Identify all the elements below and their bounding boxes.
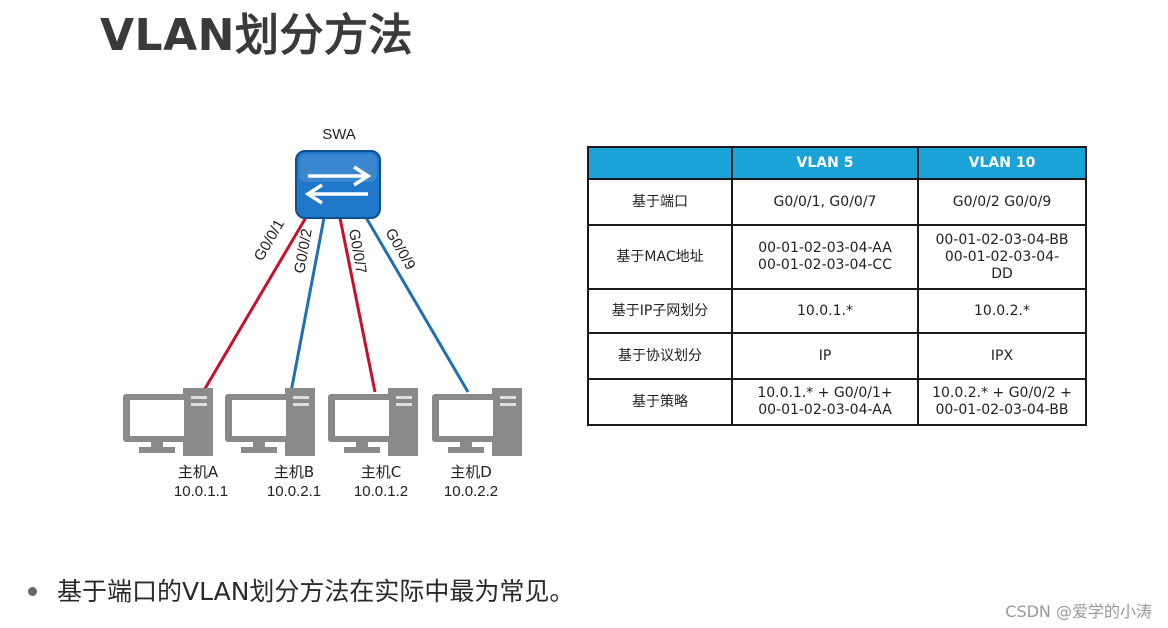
method-cell: 基于端口 — [587, 178, 733, 226]
table-row: 基于MAC地址 00-01-02-03-04-AA 00-01-02-03-04… — [587, 224, 1087, 290]
table-row: 基于协议划分 IP IPX — [587, 332, 1087, 380]
switch-arrows-icon — [295, 150, 381, 219]
method-cell: 基于策略 — [587, 378, 733, 426]
vlan10-cell: G0/0/2 G0/0/9 — [917, 178, 1087, 226]
host-d-ip: 10.0.2.2 — [444, 483, 498, 500]
page-title: VLAN划分方法 — [100, 10, 413, 61]
table-header-vlan10: VLAN 10 — [917, 146, 1087, 180]
method-cell: 基于MAC地址 — [587, 224, 733, 290]
watermark: CSDN @爱学的小涛 — [1005, 602, 1152, 621]
link-g0-0-9 — [362, 213, 470, 393]
port-label-g0-0-9: G0/0/9 — [382, 226, 419, 273]
vlan10-cell: 10.0.2.* — [917, 288, 1087, 334]
vlan5-cell: 10.0.1.* + G0/0/1+ 00-01-02-03-04-AA — [731, 378, 919, 426]
table-header-row: VLAN 5 VLAN 10 — [587, 146, 1087, 180]
table-header-vlan5: VLAN 5 — [731, 146, 919, 180]
link-g0-0-2 — [289, 217, 326, 393]
link-g0-0-7 — [338, 217, 377, 393]
switch-label: SWA — [322, 126, 356, 143]
network-diagram: G0/0/1 G0/0/2 G0/0/7 G0/0/9 SWA — [123, 126, 522, 500]
host-a-computer-icon — [123, 388, 213, 456]
host-a-name: 主机A — [178, 463, 219, 481]
link-g0-0-1 — [201, 213, 310, 393]
vlan5-cell: G0/0/1, G0/0/7 — [731, 178, 919, 226]
vlan-method-table: VLAN 5 VLAN 10 基于端口 G0/0/1, G0/0/7 G0/0/… — [587, 146, 1087, 426]
host-d-computer-icon — [432, 388, 522, 456]
table-row: 基于IP子网划分 10.0.1.* 10.0.2.* — [587, 288, 1087, 334]
table-row: 基于端口 G0/0/1, G0/0/7 G0/0/2 G0/0/9 — [587, 178, 1087, 226]
table-row: 基于策略 10.0.1.* + G0/0/1+ 00-01-02-03-04-A… — [587, 378, 1087, 426]
host-c-ip: 10.0.1.2 — [354, 483, 408, 500]
vlan10-cell: 00-01-02-03-04-BB 00-01-02-03-04- DD — [917, 224, 1087, 290]
summary-text: 基于端口的VLAN划分方法在实际中最为常见。 — [57, 577, 575, 606]
summary-bullet: 基于端口的VLAN划分方法在实际中最为常见。 — [28, 572, 574, 612]
vlan10-cell: IPX — [917, 332, 1087, 380]
host-b-name: 主机B — [274, 463, 314, 481]
host-c-computer-icon — [328, 388, 418, 456]
host-b-ip: 10.0.2.1 — [267, 483, 321, 500]
method-cell: 基于IP子网划分 — [587, 288, 733, 334]
table-header-corner — [587, 146, 733, 180]
vlan5-cell: 10.0.1.* — [731, 288, 919, 334]
vlan5-cell: 00-01-02-03-04-AA 00-01-02-03-04-CC — [731, 224, 919, 290]
host-d-name: 主机D — [450, 463, 492, 481]
bullet-dot-icon — [28, 586, 37, 596]
vlan5-cell: IP — [731, 332, 919, 380]
host-b-computer-icon — [225, 388, 315, 456]
host-a-ip: 10.0.1.1 — [174, 483, 228, 500]
vlan10-cell: 10.0.2.* + G0/0/2 + 00-01-02-03-04-BB — [917, 378, 1087, 426]
host-c-name: 主机C — [361, 463, 401, 481]
method-cell: 基于协议划分 — [587, 332, 733, 380]
